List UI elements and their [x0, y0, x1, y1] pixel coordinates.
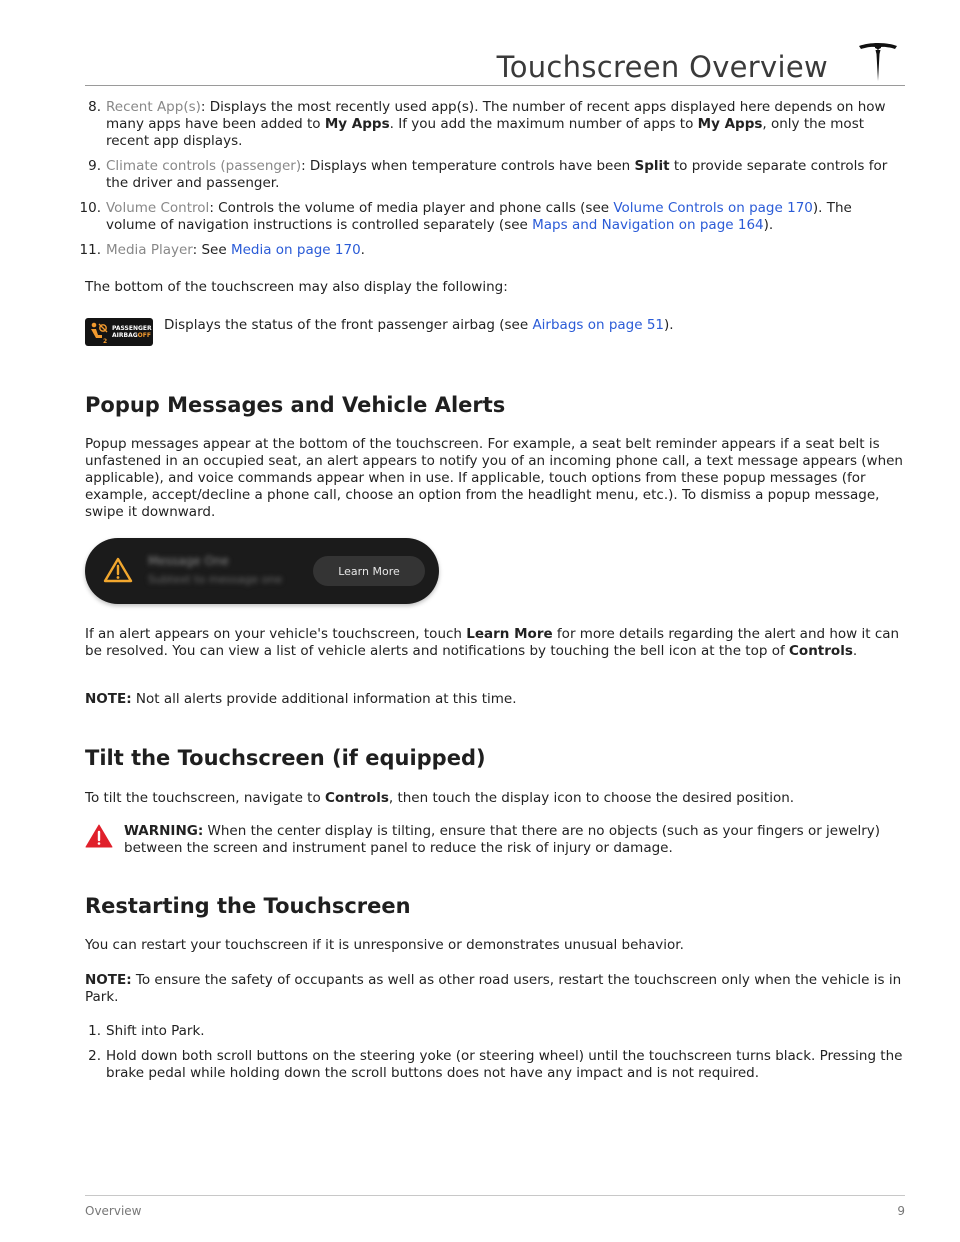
badge-line-passenger: PASSENGER: [112, 325, 152, 332]
badge-line-off: OFF: [137, 332, 151, 339]
list-item-number: 10.: [79, 200, 101, 216]
list-item: 9. Climate controls (passenger): Display…: [85, 158, 905, 192]
list-text: . If you add the maximum number of apps …: [389, 116, 698, 132]
alert-paragraph: If an alert appears on your vehicle's to…: [85, 626, 905, 660]
list-text: .: [360, 242, 365, 258]
term-climate-controls: Climate controls (passenger): [106, 158, 302, 174]
airbag-desc-text: ).: [664, 317, 674, 333]
list-item: 1. Shift into Park.: [85, 1023, 905, 1040]
link-airbags[interactable]: Airbags on page 51: [532, 317, 665, 333]
step-number: 1.: [88, 1023, 101, 1039]
popup-paragraph: Popup messages appear at the bottom of t…: [85, 436, 903, 520]
list-item: 11. Media Player: See Media on page 170.: [80, 242, 905, 259]
warning-text: When the center display is tilting, ensu…: [124, 823, 881, 856]
note-label: NOTE:: [85, 972, 132, 988]
warning-tilt: WARNING: When the center display is tilt…: [124, 823, 906, 857]
page-number: 9: [897, 1204, 905, 1218]
list-item-number: 8.: [88, 99, 101, 115]
numbered-list-top: 8. Recent App(s): Displays the most rece…: [80, 99, 905, 259]
list-item-number: 9.: [88, 158, 101, 174]
bold-controls: Controls: [325, 790, 389, 806]
step-number: 2.: [88, 1048, 101, 1064]
note-label: NOTE:: [85, 691, 132, 707]
restart-intro: You can restart your touchscreen if it i…: [85, 937, 684, 953]
list-text: : Controls the volume of media player an…: [209, 200, 614, 216]
warning-label: WARNING:: [124, 823, 204, 839]
bold-controls: Controls: [789, 643, 853, 659]
warning-triangle-icon: [103, 557, 133, 583]
list-text: to provide separate controls for the dri…: [106, 158, 888, 191]
alert-text: .: [852, 643, 858, 659]
footer-section-name: Overview: [85, 1204, 142, 1218]
header-divider: [85, 85, 905, 86]
badge-line-airbag: AIRBAG: [112, 332, 138, 339]
heading-tilt-touchscreen: Tilt the Touchscreen (if equipped): [85, 746, 486, 770]
note-text: To ensure the safety of occupants as wel…: [85, 972, 902, 1005]
link-media[interactable]: Media on page 170: [230, 242, 361, 258]
learn-more-button[interactable]: Learn More: [313, 556, 425, 586]
term-volume-control: Volume Control: [106, 200, 210, 216]
link-maps-navigation[interactable]: Maps and Navigation on page 164: [532, 217, 764, 233]
airbag-desc-text: Displays the status of the front passeng…: [164, 317, 533, 333]
heading-popup-messages: Popup Messages and Vehicle Alerts: [85, 393, 506, 417]
badge-label: PASSENGER AIRBAGOFF: [112, 325, 152, 339]
tilt-paragraph: To tilt the touchscreen, navigate to Con…: [85, 790, 905, 807]
tilt-text: , then touch the display icon to choose …: [388, 790, 795, 806]
term-media-player: Media Player: [106, 242, 193, 258]
bold-my-apps: My Apps: [697, 116, 763, 132]
list-text: , only the most recent app displays.: [106, 116, 865, 149]
alert-text: for more details regarding the alert and…: [85, 626, 900, 659]
tesla-logo-icon: [859, 43, 897, 81]
list-text: ).: [763, 217, 774, 233]
list-item: 2. Hold down both scroll buttons on the …: [85, 1048, 905, 1082]
list-text: : Displays when temperature controls hav…: [301, 158, 635, 174]
list-item-number: 11.: [79, 242, 101, 258]
airbag-icon: 2: [91, 322, 108, 344]
link-volume-controls[interactable]: Volume Controls on page 170: [613, 200, 813, 216]
list-text: : Displays the most recently used app(s)…: [106, 99, 886, 132]
list-text: ). The volume of navigation instructions…: [106, 200, 852, 233]
svg-text:2: 2: [103, 338, 107, 344]
heading-restarting-touchscreen: Restarting the Touchscreen: [85, 894, 411, 918]
alert-text: If an alert appears on your vehicle's to…: [85, 626, 467, 642]
passenger-airbag-off-badge: 2 PASSENGER AIRBAGOFF: [85, 318, 153, 346]
airbag-description: Displays the status of the front passeng…: [164, 317, 904, 334]
list-text: : See: [192, 242, 231, 258]
step-text: Shift into Park.: [106, 1023, 205, 1039]
bold-my-apps: My Apps: [324, 116, 390, 132]
popup-subtitle: Subtext to message one: [148, 573, 283, 586]
list-item: 8. Recent App(s): Displays the most rece…: [85, 99, 905, 150]
popup-title: Message One: [148, 554, 229, 568]
list-item: 10. Volume Control: Controls the volume …: [80, 200, 905, 234]
step-text: Hold down both scroll buttons on the ste…: [106, 1048, 903, 1081]
warning-triangle-icon: [85, 824, 113, 848]
note-text: Not all alerts provide additional inform…: [131, 691, 517, 707]
footer-divider: [85, 1195, 905, 1196]
bold-split: Split: [634, 158, 670, 174]
bold-learn-more: Learn More: [466, 626, 553, 642]
note-restart: NOTE: To ensure the safety of occupants …: [85, 972, 905, 1006]
tilt-text: To tilt the touchscreen, navigate to: [85, 790, 326, 806]
page-header-title: Touchscreen Overview: [496, 50, 828, 84]
bottom-intro-text: The bottom of the touchscreen may also d…: [85, 279, 508, 295]
term-recent-apps: Recent App(s): [106, 99, 201, 115]
note-alerts: NOTE: Not all alerts provide additional …: [85, 691, 905, 708]
restart-steps-list: 1. Shift into Park. 2. Hold down both sc…: [85, 1023, 905, 1082]
popup-message-example: Message One Subtext to message one Learn…: [85, 538, 439, 604]
